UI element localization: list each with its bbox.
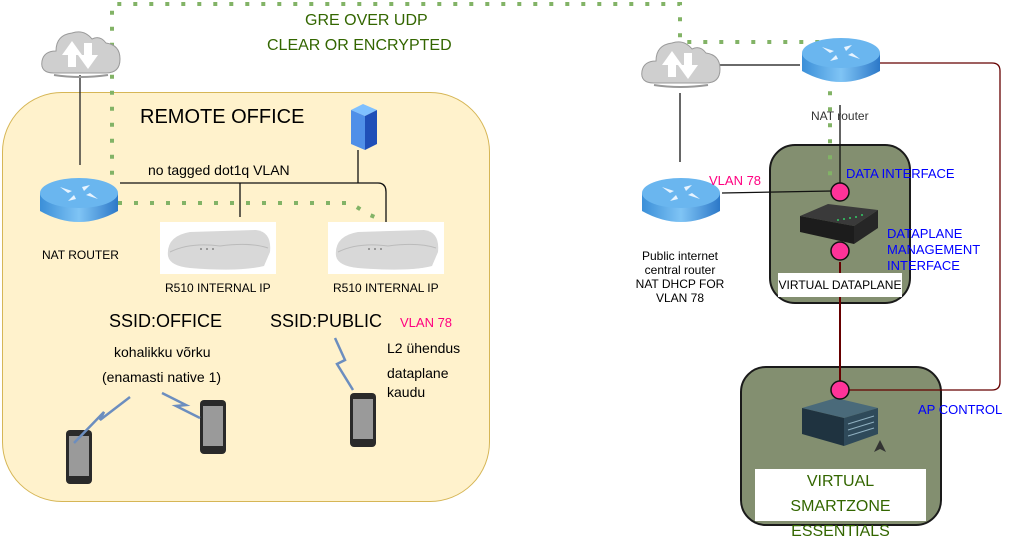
- wireless-signal-icon: [73, 396, 131, 444]
- tablet-icon: [66, 430, 92, 484]
- internet-cloud-icon-2: [641, 41, 721, 88]
- wireless-devices: [66, 337, 376, 484]
- ssid-public-desc1: L2 ühendus: [387, 340, 461, 356]
- ssid-public: SSID:PUBLIC: [270, 311, 383, 331]
- mgmt-interface-label-3: INTERFACE: [887, 258, 960, 273]
- central-router-label: Public internet central router NAT DHCP …: [622, 249, 738, 305]
- dc-nat-router-icon: [802, 38, 880, 82]
- tablet-icon: [350, 393, 376, 447]
- ssid-office-desc2: (enamasti native 1): [102, 369, 222, 385]
- internet-cloud-icon: [41, 31, 121, 78]
- tunnel-label-line2: CLEAR OR ENCRYPTED: [267, 37, 452, 54]
- cursor-arrow-icon: [874, 440, 886, 452]
- dataplane-device-icon: [800, 204, 878, 244]
- virtual-dataplane-label: VIRTUAL DATAPLANE: [778, 273, 902, 297]
- interface-ports: [830, 182, 850, 400]
- ssid-public-desc3: kaudu: [387, 384, 426, 400]
- mgmt-interface-label: DATAPLANE MANAGEMENT INTERFACE: [887, 226, 980, 274]
- ssid-public-vlan: VLAN 78: [400, 315, 453, 330]
- ap-control-line: [848, 62, 1001, 391]
- mgmt-interface-label-1: DATAPLANE: [887, 226, 963, 241]
- mgmt-interface-label-2: MANAGEMENT: [887, 242, 981, 257]
- ap2-label: R510 INTERNAL IP: [333, 281, 439, 295]
- ssid-public-desc2: dataplane: [387, 365, 449, 381]
- ap1-label: R510 INTERNAL IP: [165, 281, 271, 295]
- vsz-label-line1: VIRTUAL SMARTZONE: [790, 473, 891, 515]
- server-icon: [351, 104, 377, 150]
- central-router-label-4: VLAN 78: [655, 291, 705, 305]
- vsz-server-icon: [802, 398, 878, 446]
- gre-tunnel-path: [110, 2, 832, 205]
- central-to-data-iface-line: [721, 190, 833, 194]
- vsz-control-port[interactable]: [830, 380, 850, 400]
- access-point-1: [160, 222, 276, 274]
- gre-tunnel-to-ap: [118, 201, 383, 222]
- central-router-label-2: central router: [644, 263, 716, 277]
- ssid-office-desc1: kohalikku võrku: [114, 344, 211, 360]
- data-interface-label: DATA INTERFACE: [846, 166, 955, 181]
- ap-icon: [167, 230, 271, 270]
- tablet-icon: [200, 400, 226, 454]
- dc-nat-router-label: NAT router: [811, 109, 869, 123]
- ap-icon: [335, 230, 439, 270]
- central-router-label-1: Public internet: [641, 249, 719, 263]
- mgmt-interface-port[interactable]: [830, 241, 850, 261]
- nat-router-icon: [40, 178, 118, 222]
- connection-lines: [79, 2, 1001, 391]
- wireless-signal-icon: [161, 391, 201, 420]
- central-router-label-3: NAT DHCP FOR: [635, 277, 725, 291]
- lan-line: [120, 182, 387, 222]
- tunnel-label-line1: GRE OVER UDP: [305, 12, 428, 29]
- remote-office-title: REMOTE OFFICE: [140, 106, 305, 128]
- access-point-2: [328, 222, 444, 274]
- vsz-label: VIRTUAL SMARTZONE ESSENTIALS: [755, 469, 926, 540]
- central-router-vlan: VLAN 78: [709, 173, 762, 188]
- vlan-note: no tagged dot1q VLAN: [148, 162, 290, 178]
- data-interface-port[interactable]: [830, 182, 850, 202]
- wireless-signal-icon: [333, 337, 355, 391]
- central-router-icon: [642, 178, 720, 222]
- ssid-office: SSID:OFFICE: [109, 311, 223, 331]
- ap-control-label: AP CONTROL: [918, 402, 1003, 417]
- vsz-label-line2: ESSENTIALS: [791, 523, 890, 540]
- nat-router-label: NAT ROUTER: [42, 248, 119, 262]
